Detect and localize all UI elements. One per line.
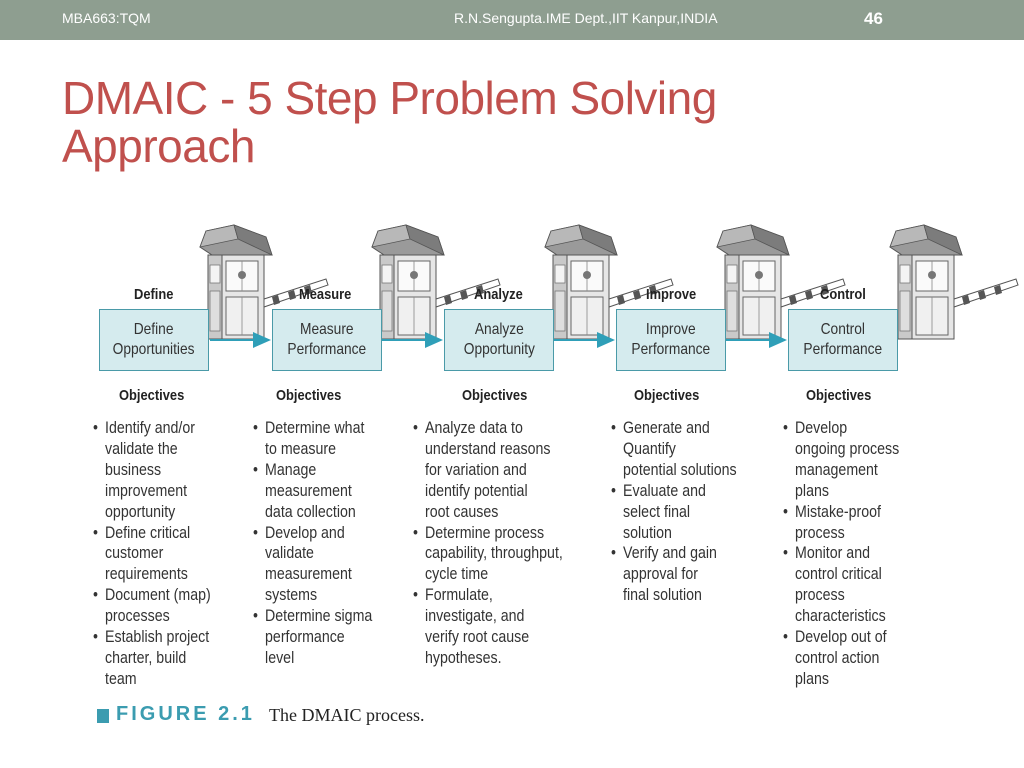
objective-item: Determine sigma performance level	[253, 606, 372, 669]
stage-box-label-improve: Improve Performance	[631, 321, 711, 358]
objectives-heading-control: Objectives	[806, 387, 872, 404]
stage-box-control: Control Performance	[788, 309, 898, 371]
objectives-list-analyze: Analyze data to understand reasons for v…	[413, 418, 563, 669]
objective-item: Develop ongoing process management plans	[783, 418, 899, 502]
objective-item: Manage measurement data collection	[253, 460, 372, 523]
figure-marker-square	[97, 709, 109, 723]
slide-title-line-1: DMAIC - 5 Step Problem Solving	[62, 72, 717, 124]
stage-box-analyze: Analyze Opportunity	[444, 309, 554, 371]
page-number: 46	[864, 9, 883, 28]
objective-item: Evaluate and select final solution	[611, 481, 737, 544]
objective-item: Identify and/or validate the business im…	[93, 418, 211, 523]
objective-item: Establish project charter, build team	[93, 627, 211, 690]
objectives-list-measure: Determine what to measure Manage measure…	[253, 418, 372, 669]
header-bar: MBA663:TQM R.N.Sengupta.IME Dept.,IIT Ka…	[0, 0, 1024, 40]
course-code: MBA663:TQM	[62, 10, 151, 26]
objectives-heading-improve: Objectives	[634, 387, 700, 404]
stage-box-improve: Improve Performance	[616, 309, 726, 371]
objective-item: Generate and Quantify potential solution…	[611, 418, 737, 481]
objective-item: Mistake-proof process	[783, 502, 899, 544]
slide-title: DMAIC - 5 Step Problem Solving Approach	[62, 74, 962, 170]
objective-item: Develop and validate measurement systems	[253, 523, 372, 607]
stage-heading-analyze: Analyze	[474, 286, 523, 303]
stage-heading-improve: Improve	[646, 286, 697, 303]
stage-box-label-analyze: Analyze Opportunity	[463, 321, 535, 358]
objectives-heading-define: Objectives	[119, 387, 185, 404]
figure-caption: The DMAIC process.	[269, 705, 425, 725]
objectives-heading-measure: Objectives	[276, 387, 342, 404]
objective-item: Formulate, investigate, and verify root …	[413, 585, 563, 669]
stage-box-label-control: Control Performance	[803, 321, 883, 358]
stage-heading-measure: Measure	[299, 286, 352, 303]
stage-box-measure: Measure Performance	[272, 309, 382, 371]
objective-item: Monitor and control critical process cha…	[783, 543, 899, 627]
stage-box-define: Define Opportunities	[99, 309, 209, 371]
objective-item: Document (map) processes	[93, 585, 211, 627]
stage-box-label-define: Define Opportunities	[113, 321, 195, 358]
objectives-heading-analyze: Objectives	[462, 387, 528, 404]
objective-item: Analyze data to understand reasons for v…	[413, 418, 563, 523]
objective-item: Determine process capability, throughput…	[413, 523, 563, 586]
stage-heading-define: Define	[134, 286, 174, 303]
objectives-list-improve: Generate and Quantify potential solution…	[611, 418, 737, 606]
figure-label: FIGURE 2.1	[116, 703, 255, 725]
gatehouse-icon-control	[889, 224, 1019, 340]
objective-item: Verify and gain approval for final solut…	[611, 543, 737, 606]
objectives-list-control: Develop ongoing process management plans…	[783, 418, 899, 690]
slide-title-line-2: Approach	[62, 120, 255, 172]
objective-item: Develop out of control action plans	[783, 627, 899, 690]
stage-heading-control: Control	[820, 286, 866, 303]
stage-box-label-measure: Measure Performance	[287, 321, 367, 358]
objectives-list-define: Identify and/or validate the business im…	[93, 418, 211, 690]
objective-item: Define critical customer requirements	[93, 523, 211, 586]
author-affiliation: R.N.Sengupta.IME Dept.,IIT Kanpur,INDIA	[454, 10, 718, 26]
objective-item: Determine what to measure	[253, 418, 372, 460]
